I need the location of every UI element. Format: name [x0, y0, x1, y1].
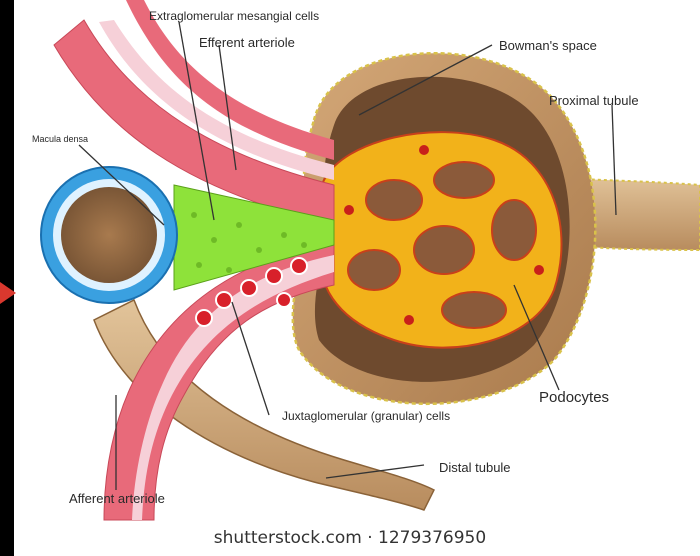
label-bowman: Bowman's space — [499, 38, 597, 53]
label-distal: Distal tubule — [439, 460, 511, 475]
label-extraglomerular: Extraglomerular mesangial cells — [149, 9, 319, 23]
diagram-image: Extraglomerular mesangial cells Efferent… — [14, 0, 700, 556]
label-podocytes: Podocytes — [539, 389, 609, 406]
watermark: shutterstock.com · 1279376950 — [0, 528, 700, 548]
label-afferent: Afferent arteriole — [69, 491, 165, 506]
label-proximal: Proximal tubule — [549, 93, 639, 108]
tubule-lumen — [61, 187, 157, 283]
label-efferent: Efferent arteriole — [199, 35, 295, 50]
label-juxtaglomerular: Juxtaglomerular (granular) cells — [282, 409, 450, 423]
slide-pointer-arrow-icon — [0, 282, 16, 304]
left-border — [0, 0, 14, 556]
label-macula: Macula densa — [32, 134, 88, 144]
juxtaglomerular-apparatus-diagram: Extraglomerular mesangial cells Efferent… — [14, 0, 700, 556]
